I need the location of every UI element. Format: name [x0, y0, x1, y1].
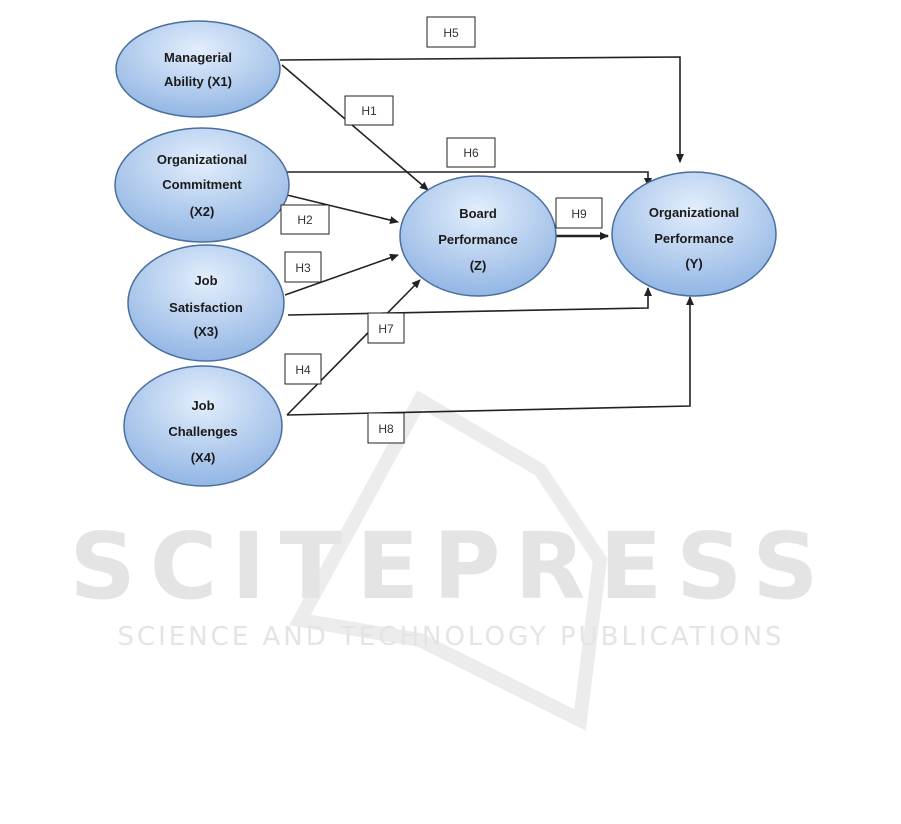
node-label: Job — [191, 398, 214, 413]
hypothesis-label: H1 — [361, 104, 377, 118]
edge-h7 — [287, 287, 652, 316]
node-organizational-performance: Organizational Performance (Y) — [611, 171, 777, 297]
label-h3: H3 — [284, 251, 322, 283]
node-label: (X4) — [191, 450, 216, 465]
node-label: Satisfaction — [169, 300, 243, 315]
hypothesis-label: H2 — [297, 213, 313, 227]
edge-h8 — [286, 296, 694, 416]
watermark: SCITEPRESS SCIENCE AND TECHNOLOGY PUBLIC… — [69, 390, 832, 731]
hypothesis-label: H4 — [295, 363, 311, 377]
node-label: Organizational — [157, 152, 247, 167]
edge-h4 — [286, 279, 421, 416]
label-h4: H4 — [284, 353, 322, 385]
edge-h5 — [279, 56, 684, 163]
node-organizational-commitment: Organizational Commitment (X2) — [114, 127, 290, 243]
node-job-satisfaction: Job Satisfaction (X3) — [127, 244, 285, 362]
hypothesis-label: H9 — [571, 207, 587, 221]
label-h7: H7 — [367, 312, 405, 344]
node-label: Board — [459, 206, 497, 221]
node-label: Performance — [438, 232, 517, 247]
node-label: Ability (X1) — [164, 74, 232, 89]
label-h1: H1 — [344, 95, 394, 126]
node-label: (X3) — [194, 324, 219, 339]
edge-h3 — [284, 253, 399, 296]
edge-h6 — [287, 171, 652, 187]
hypothesis-label: H3 — [295, 261, 311, 275]
node-board-performance: Board Performance (Z) — [399, 175, 557, 297]
label-h5: H5 — [426, 16, 476, 48]
hypothesis-label: H8 — [378, 422, 394, 436]
hypothesis-label: H7 — [378, 322, 394, 336]
node-label: Managerial — [164, 50, 232, 65]
hypothesis-label: H6 — [463, 146, 479, 160]
watermark-title: SCITEPRESS — [69, 513, 832, 620]
label-h8: H8 — [367, 412, 405, 444]
node-label: Challenges — [168, 424, 237, 439]
node-job-challenges: Job Challenges (X4) — [123, 365, 283, 487]
label-h2: H2 — [280, 204, 330, 235]
watermark-logo-shape — [289, 390, 608, 731]
node-label: (X2) — [190, 204, 215, 219]
edge-h2 — [286, 194, 399, 224]
watermark-subtitle: SCIENCE AND TECHNOLOGY PUBLICATIONS — [117, 622, 784, 652]
node-managerial-ability: Managerial Ability (X1) — [115, 20, 281, 118]
edge-h1 — [281, 64, 429, 191]
hypothesis-label: H5 — [443, 26, 459, 40]
node-label: Job — [194, 273, 217, 288]
label-h9: H9 — [555, 197, 603, 229]
label-h6: H6 — [446, 137, 496, 168]
node-label: Performance — [654, 231, 733, 246]
node-label: Commitment — [162, 177, 242, 192]
node-label: Organizational — [649, 205, 739, 220]
node-label: (Z) — [470, 258, 487, 273]
node-label: (Y) — [685, 256, 702, 271]
